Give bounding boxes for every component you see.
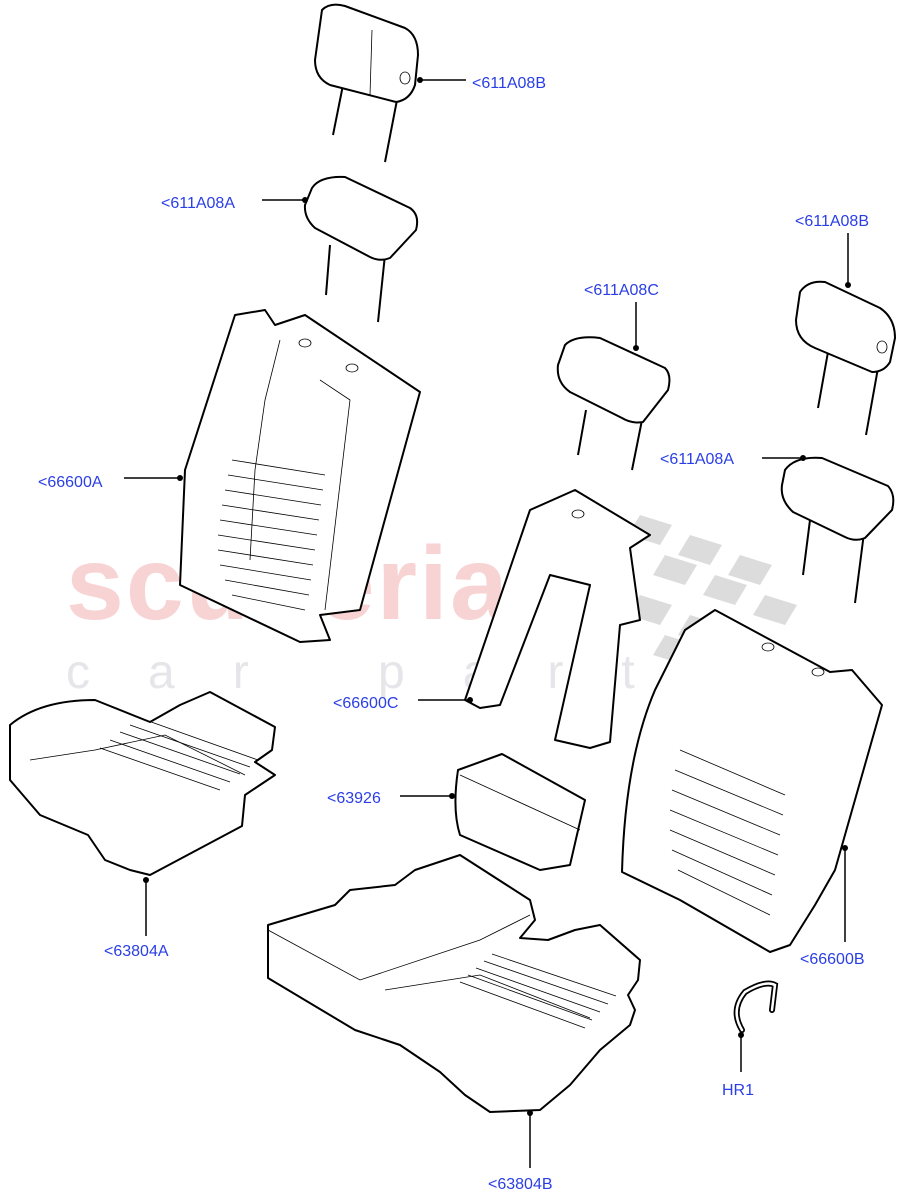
seat-cushion-bench[interactable]	[267, 854, 641, 1113]
headrest-center-c[interactable]	[556, 336, 671, 471]
armrest[interactable]	[454, 753, 586, 871]
seat-back-left[interactable]	[179, 309, 421, 643]
headrest-top-b[interactable]	[314, 3, 419, 163]
callout-label-66600b[interactable]: <66600B	[800, 951, 865, 968]
seat-cushion-left[interactable]	[9, 691, 276, 876]
leader-lines	[124, 77, 851, 1168]
callout-label-611a08b-top[interactable]: <611A08B	[472, 75, 546, 92]
callout-label-611a08a-left[interactable]: <611A08A	[161, 195, 235, 212]
seat-back-right[interactable]	[621, 609, 883, 953]
ribbed-panel	[669, 749, 786, 916]
callout-label-63804a[interactable]: <63804A	[104, 943, 169, 960]
callout-label-63804b[interactable]: <63804B	[488, 1176, 553, 1193]
callout-label-63926[interactable]: <63926	[327, 790, 381, 807]
callout-label-hr1[interactable]: HR1	[722, 1082, 755, 1099]
hook-ring[interactable]	[733, 980, 779, 1033]
callout-label-611a08a-right[interactable]: <611A08A	[660, 451, 734, 468]
ribbed-panel	[459, 953, 617, 1029]
headrest-right-a[interactable]	[780, 456, 895, 604]
callout-label-66600c[interactable]: <66600C	[333, 695, 399, 712]
headrest-left-a[interactable]	[303, 175, 419, 323]
ribbed-panel	[217, 459, 326, 611]
ribbed-panel	[99, 717, 259, 791]
callout-label-611a08b-right[interactable]: <611A08B	[795, 213, 869, 230]
seat-back-center[interactable]	[464, 489, 651, 749]
headrest-right-b[interactable]	[795, 280, 896, 436]
callout-label-611a08c[interactable]: <611A08C	[584, 282, 659, 299]
callout-label-66600a[interactable]: <66600A	[38, 474, 103, 491]
